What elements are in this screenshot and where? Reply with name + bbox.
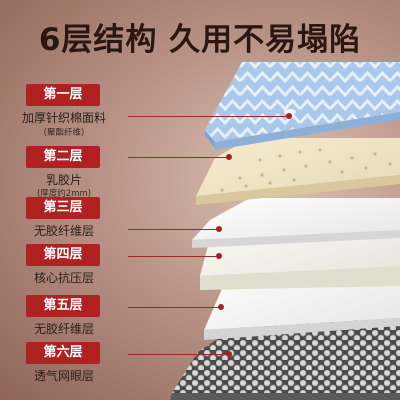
leader-dot-layer5 [218,304,224,310]
layer1-quilted-fabric [205,62,400,150]
leader-line-layer5 [128,307,220,308]
leader-dot-layer3 [216,226,222,232]
leader-line-layer2 [128,157,228,158]
badge-layer1: 第一层 [26,84,100,106]
badge-layer6: 第六层 [26,342,100,364]
leader-dot-layer6 [226,351,232,357]
leader-line-layer6 [128,354,228,355]
layer6-mesh [170,320,400,400]
layer5-name: 无胶纤维层 [33,322,94,336]
layer1-note: (聚酯纤维) [43,128,85,138]
headline: 6层结构 久用不易塌陷 [38,22,362,58]
leader-line-layer1 [128,116,288,117]
badge-layer5: 第五层 [26,295,100,317]
badge-layer2: 第二层 [26,146,100,168]
layer2-note: (厚度约2mm) [36,189,92,199]
layer3-fiber [192,198,400,248]
layer6-name: 透气网眼层 [33,369,94,383]
layer4-name: 核心抗压层 [33,271,94,285]
layer1-name: 加厚针织棉面料 [21,111,106,125]
layer2-name: 乳胶片 [45,173,82,187]
leader-dot-layer1 [286,113,292,119]
badge-layer4: 第四层 [26,244,100,266]
leader-line-layer3 [128,229,218,230]
badge-layer3: 第三层 [26,197,100,219]
leader-dot-layer2 [226,154,232,160]
leader-dot-layer4 [216,253,222,259]
layer3-name: 无胶纤维层 [33,224,94,238]
layer2-latex [196,138,400,205]
leader-line-layer4 [128,256,218,257]
